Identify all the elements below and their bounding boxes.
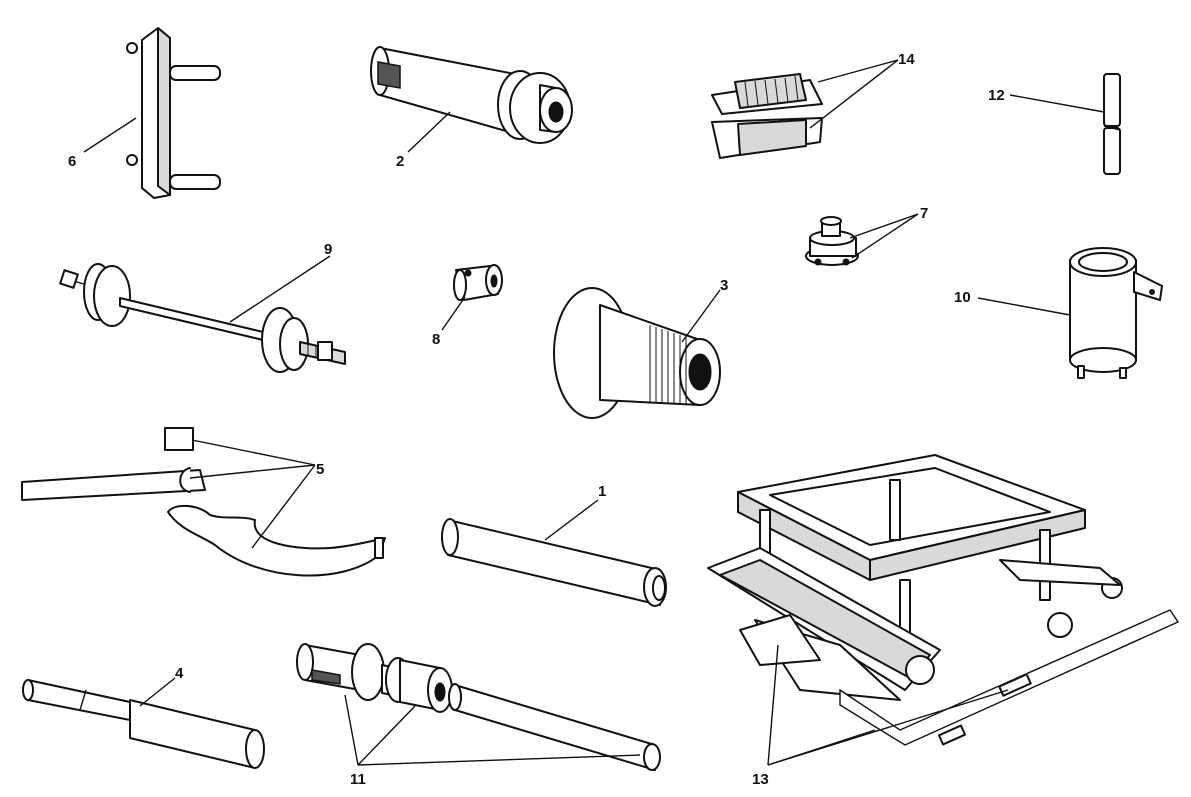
part-labels: 1 2 3 4 5 6 7 8 9 10 11 12 13 14 (68, 51, 1005, 788)
label-part-2: 2 (396, 153, 404, 170)
tool-9-bearing-puller-rod (59, 263, 346, 373)
tool-8-small-sleeve (453, 264, 503, 301)
label-part-4: 4 (175, 665, 184, 682)
tool-1-drift-tube (441, 518, 667, 607)
label-part-13: 13 (752, 771, 769, 788)
tool-11-bush-drift-set (296, 643, 661, 771)
tool-2-bearing-drift (370, 46, 573, 144)
tool-14-split-collet (711, 73, 823, 159)
tool-4-stepped-shaft (22, 679, 265, 769)
label-part-14: 14 (898, 51, 915, 68)
tool-7-threaded-adaptor (805, 216, 859, 266)
tool-12-split-pin (1103, 73, 1121, 175)
label-part-11: 11 (350, 771, 366, 788)
label-part-5: 5 (316, 461, 324, 478)
label-part-12: 12 (988, 87, 1005, 104)
label-part-7: 7 (920, 205, 928, 222)
tool-3-threaded-flange-drift (553, 287, 721, 419)
label-part-1: 1 (598, 483, 606, 500)
tool-10-holding-tool (1069, 247, 1163, 379)
label-part-10: 10 (954, 289, 971, 306)
tool-13-lifting-stand (707, 454, 1180, 746)
leader-lines (83, 59, 1105, 766)
tool-6-two-pin-plate (126, 27, 221, 199)
label-part-6: 6 (68, 153, 76, 170)
label-part-3: 3 (720, 277, 728, 294)
tool-5-pin-spanner-set (21, 427, 386, 577)
label-part-8: 8 (432, 331, 440, 348)
label-part-9: 9 (324, 241, 332, 258)
